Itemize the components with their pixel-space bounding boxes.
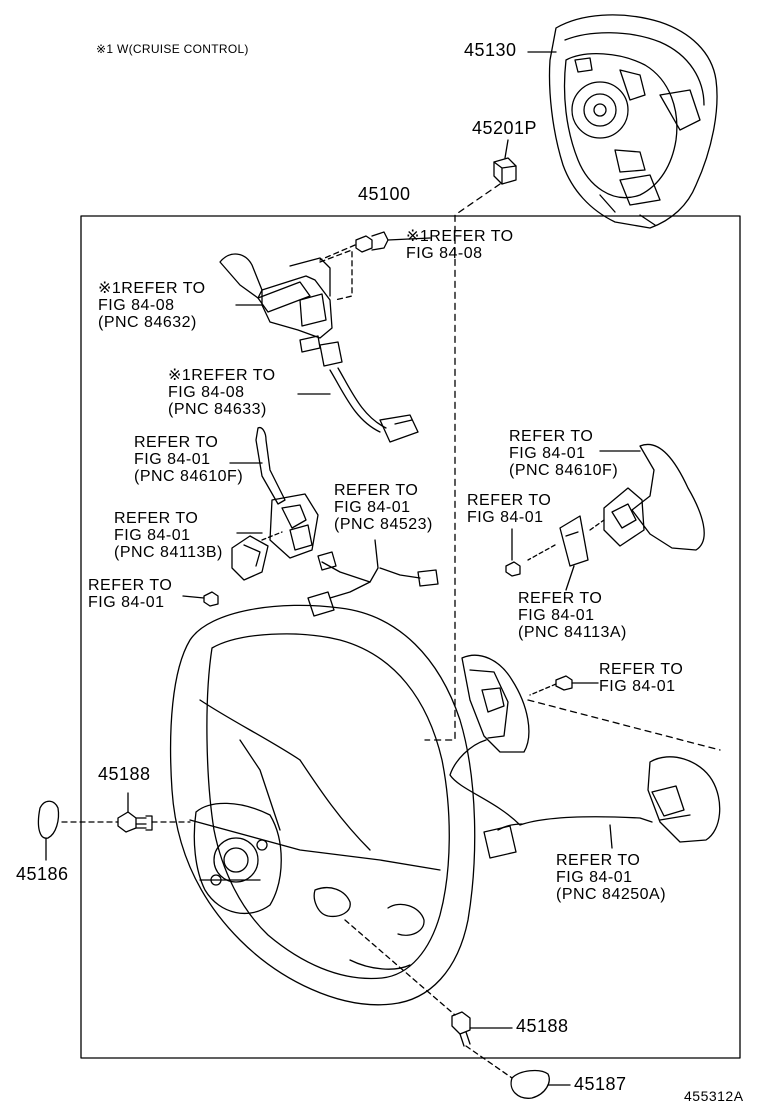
harness-84633-drawing [329,367,419,443]
small-screw-left [203,591,219,607]
small-screw-right [505,561,521,577]
steering-switch-lower [647,756,721,843]
steering-wheel-drawing [169,604,476,1006]
ref-fig-84-01-screw-upper[interactable]: REFER TO FIG 84-01 [599,661,684,695]
ref-pnc-84610F-right[interactable]: REFER TO FIG 84-01 (PNC 84610F) [509,428,619,479]
ref-pnc-84632[interactable]: ※1REFER TO FIG 84-08 (PNC 84632) [98,280,206,331]
part-number-45100[interactable]: 45100 [358,184,411,204]
nut-drawing [493,157,517,185]
leader-r10 [565,565,575,591]
connector-84250A [483,825,517,859]
part-number-45201P[interactable]: 45201P [472,118,538,138]
ref-pnc-84113A[interactable]: REFER TO FIG 84-01 (PNC 84113A) [518,590,627,641]
right-paddle-drawing [603,443,705,551]
horn-pad-drawing [548,14,718,229]
part-number-45188-left[interactable]: 45188 [98,764,151,784]
part-number-45187[interactable]: 45187 [574,1074,627,1094]
ref-pnc-84250A[interactable]: REFER TO FIG 84-01 (PNC 84250A) [556,852,667,903]
cruise-switch-drawing [219,253,343,367]
screw-45188-bottom [451,1011,471,1047]
cruise-control-note: ※1 W(CRUISE CONTROL) [96,42,249,56]
cap-45187 [510,1069,550,1099]
screw-45188-left [117,811,153,833]
leader-r12 [609,824,613,849]
bolt-dash [319,244,356,261]
cap-45186 [37,800,60,839]
part-number-45130[interactable]: 45130 [464,40,517,60]
assembly-frame [80,215,741,1059]
ref-pnc-84610F-left[interactable]: REFER TO FIG 84-01 (PNC 84610F) [134,434,244,485]
ref-fig-84-08-bolt[interactable]: ※1REFER TO FIG 84-08 [406,228,514,262]
ref-pnc-84633[interactable]: ※1REFER TO FIG 84-08 (PNC 84633) [168,367,276,418]
part-84113B-drawing [231,535,269,581]
top-bolt-drawing [355,231,389,253]
small-screw-upper [555,675,573,691]
figure-id: 455312A [684,1088,744,1104]
ref-pnc-84523[interactable]: REFER TO FIG 84-01 (PNC 84523) [334,482,433,533]
part-number-45186[interactable]: 45186 [16,864,69,884]
leader-r7 [182,595,205,599]
ref-fig-84-01-screw-right[interactable]: REFER TO FIG 84-01 [467,492,552,526]
center-dash-line [424,183,501,741]
part-number-45188-bottom[interactable]: 45188 [516,1016,569,1036]
leader-45201P [504,139,509,159]
ref-fig-84-01-screw-left[interactable]: REFER TO FIG 84-01 [88,577,173,611]
part-84113A-drawing [559,515,589,567]
harness-84523-drawing [307,539,439,617]
left-paddle-drawing [255,426,319,559]
leader-r1 [387,237,431,241]
steering-switch-upper [461,654,530,753]
ref-pnc-84113B[interactable]: REFER TO FIG 84-01 (PNC 84113B) [114,510,223,561]
